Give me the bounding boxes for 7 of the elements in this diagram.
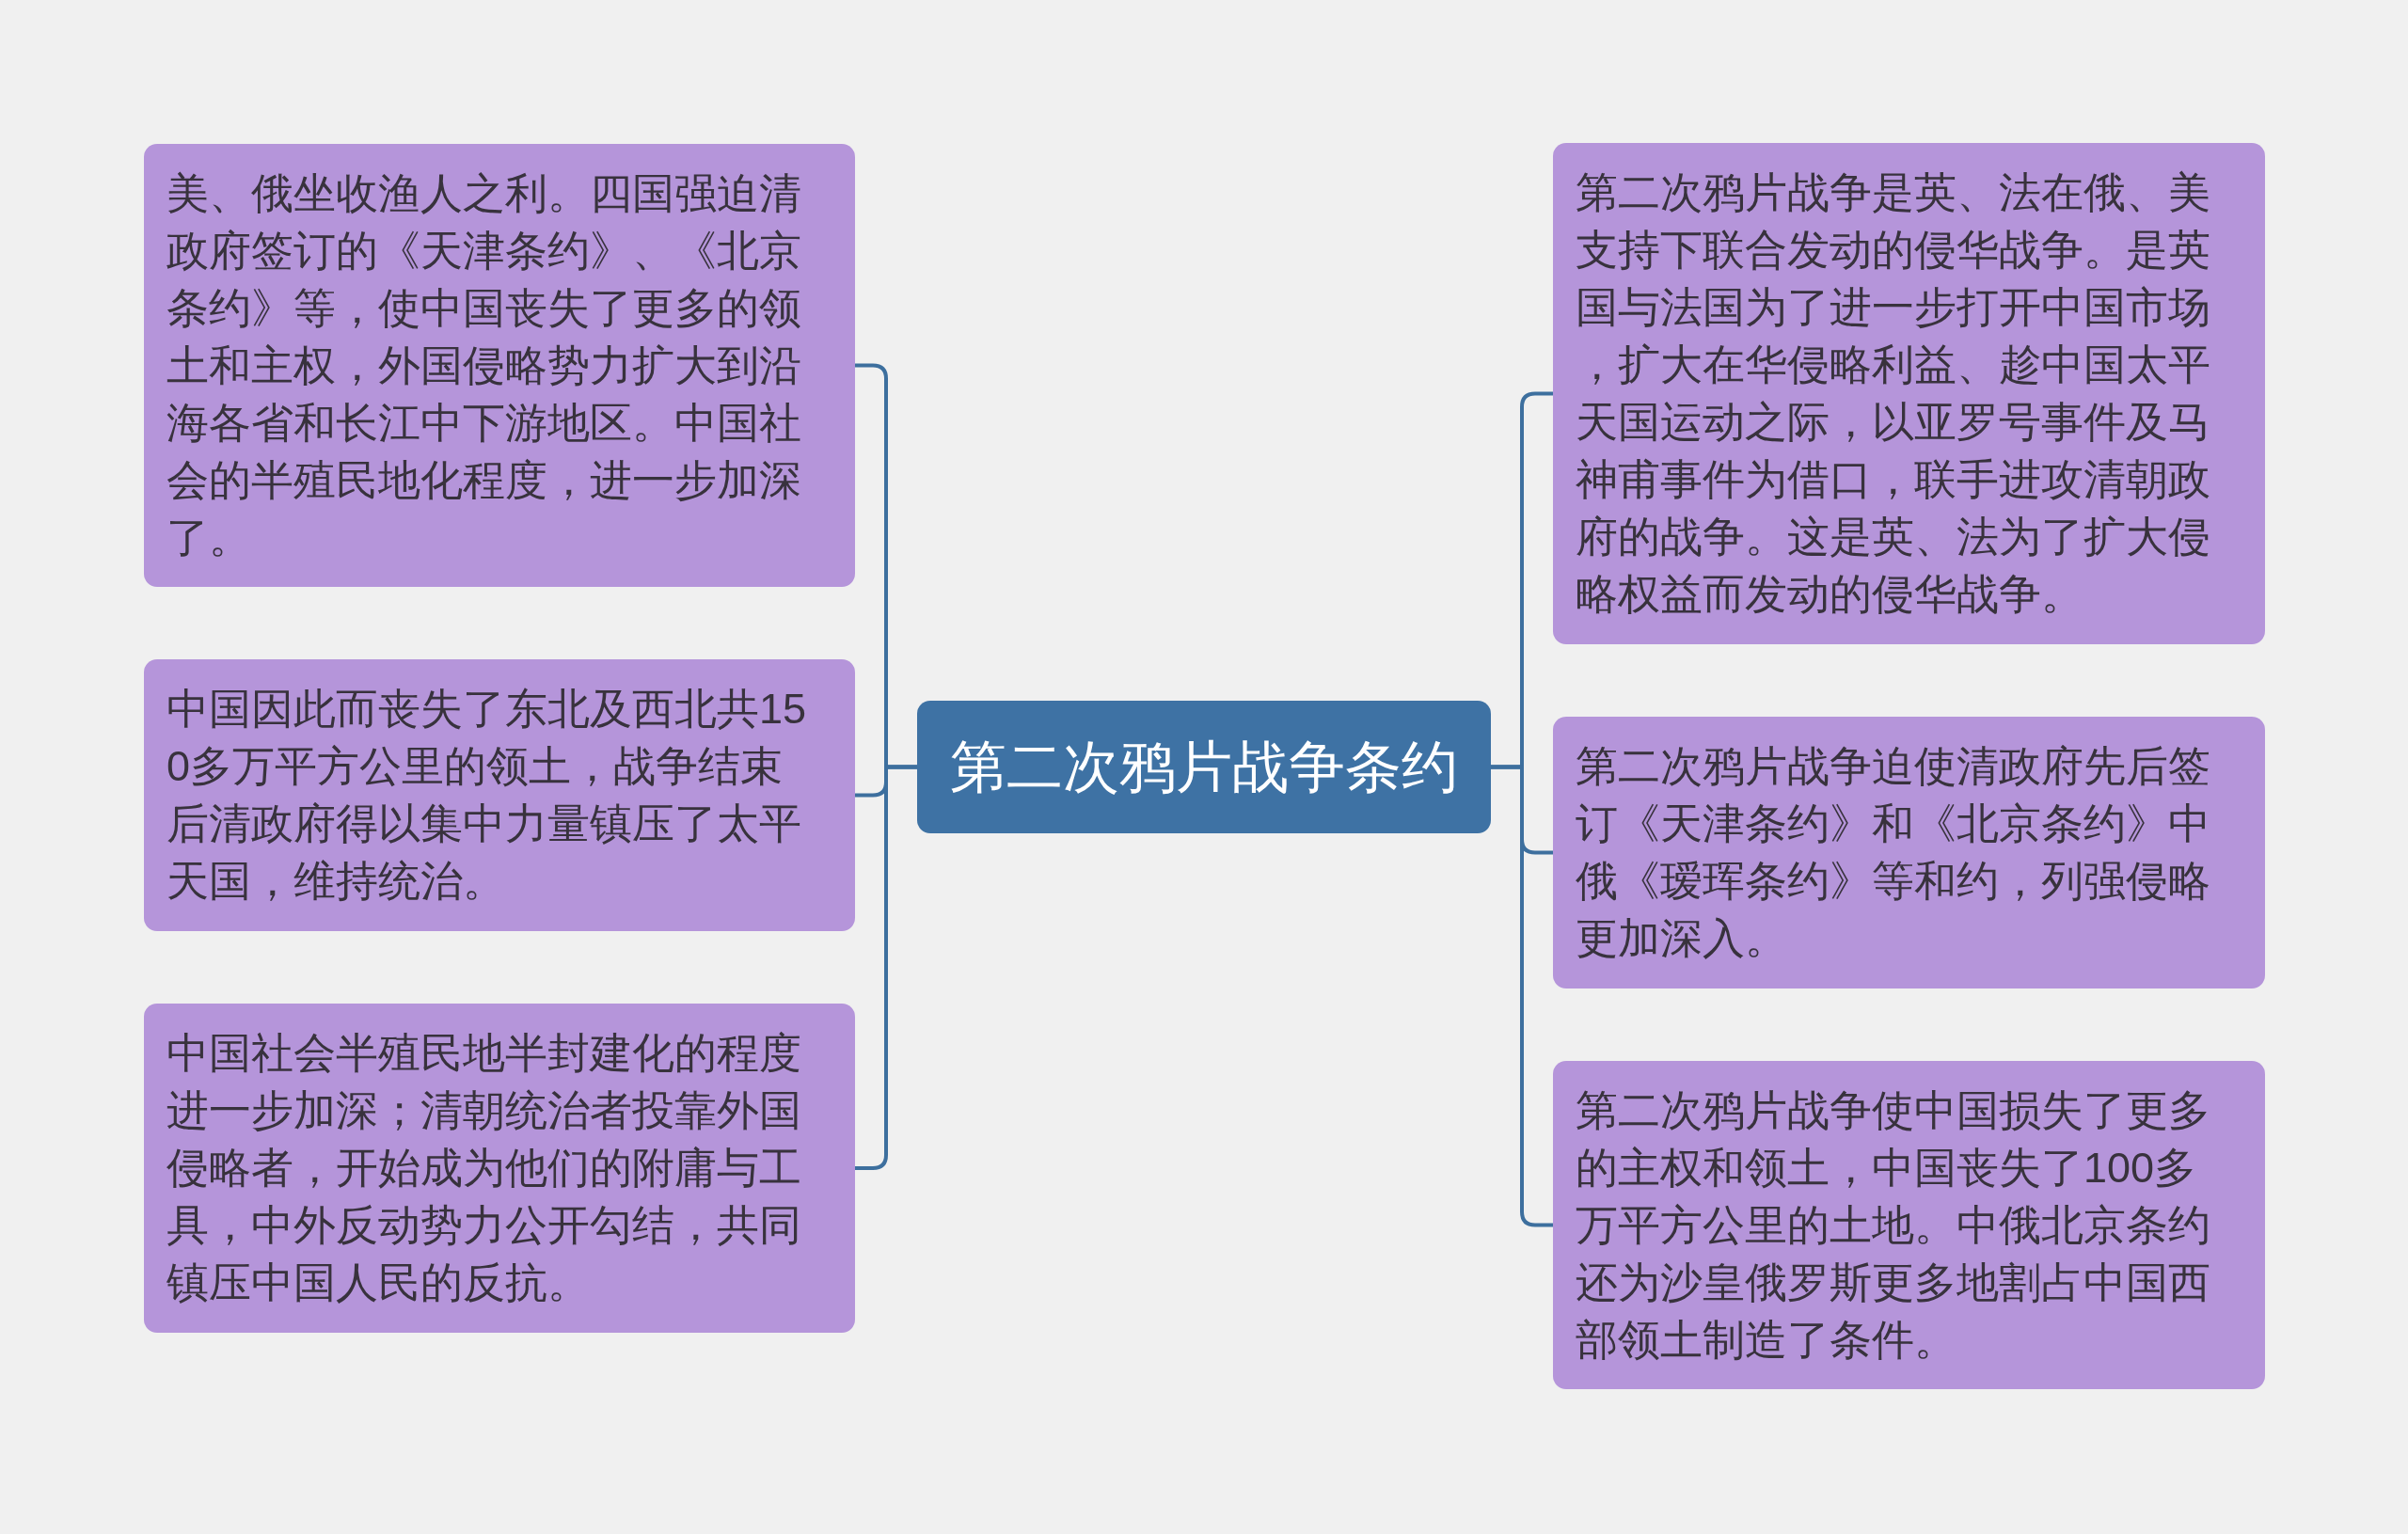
topic-box: 第二次鸦片战争条约 xyxy=(917,701,1491,833)
text-box: 第二次鸦片战争使中国损失了更多的主权和领土，中国丧失了100多万平方公里的土地。中俄北京条约还为沙皇俄罗斯更多地割占中国西部领土制造了条件。 xyxy=(1553,1061,2265,1389)
text-box: 中国因此而丧失了东北及西北共150多万平方公里的领土，战争结束后清政府得以集中力量镇压了太平天国，维持统治。 xyxy=(144,659,855,931)
text-box: 第二次鸦片战争迫使清政府先后签订《天津条约》和《北京条约》中俄《瑷珲条约》等和约，列强侵略更加深入。 xyxy=(1553,717,2265,988)
text-box: 美、俄坐收渔人之利。四国强迫清政府签订的《天津条约》、《北京条约》等，使中国丧失了更多的领土和主权，外国侵略势力扩大到沿海各省和长江中下游地区。中国社会的半殖民地化程度，进一步加深了。 xyxy=(144,144,855,587)
text-box: 中国社会半殖民地半封建化的程度进一步加深；清朝统治者投靠外国侵略者，开始成为他们的附庸与工具，中外反动势力公开勾结，共同镇压中国人民的反抗。 xyxy=(144,1004,855,1333)
text-box: 第二次鸦片战争是英、法在俄、美支持下联合发动的侵华战争。是英国与法国为了进一步打开中国市场，扩大在华侵略利益、趁中国太平天国运动之际，以亚罗号事件及马神甫事件为借口，联手进攻清朝政府的战争。这是英、法为了扩大侵略权益而发动的侵华战争。 xyxy=(1553,143,2265,644)
